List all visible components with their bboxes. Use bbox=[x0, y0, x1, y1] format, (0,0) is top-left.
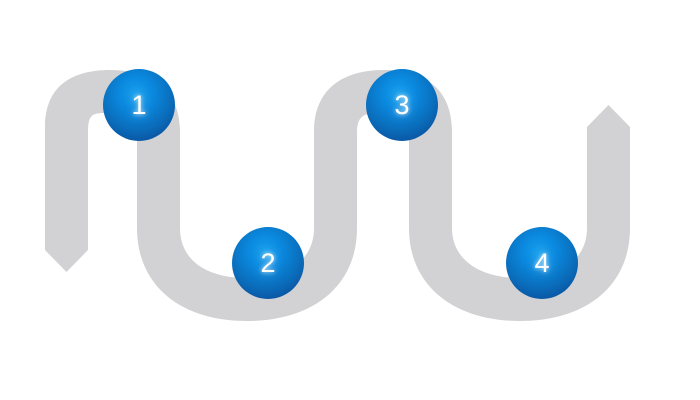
step-node-2[interactable]: 2 bbox=[232, 227, 304, 299]
step-node-4[interactable]: 4 bbox=[506, 227, 578, 299]
step-node-4-label: 4 bbox=[534, 247, 550, 278]
step-node-3[interactable]: 3 bbox=[366, 69, 438, 141]
step-node-3-label: 3 bbox=[394, 89, 410, 120]
ribbon-path bbox=[45, 70, 630, 321]
step-node-1[interactable]: 1 bbox=[103, 69, 175, 141]
step-node-1-label: 1 bbox=[131, 89, 147, 120]
step-node-2-label: 2 bbox=[260, 247, 276, 278]
